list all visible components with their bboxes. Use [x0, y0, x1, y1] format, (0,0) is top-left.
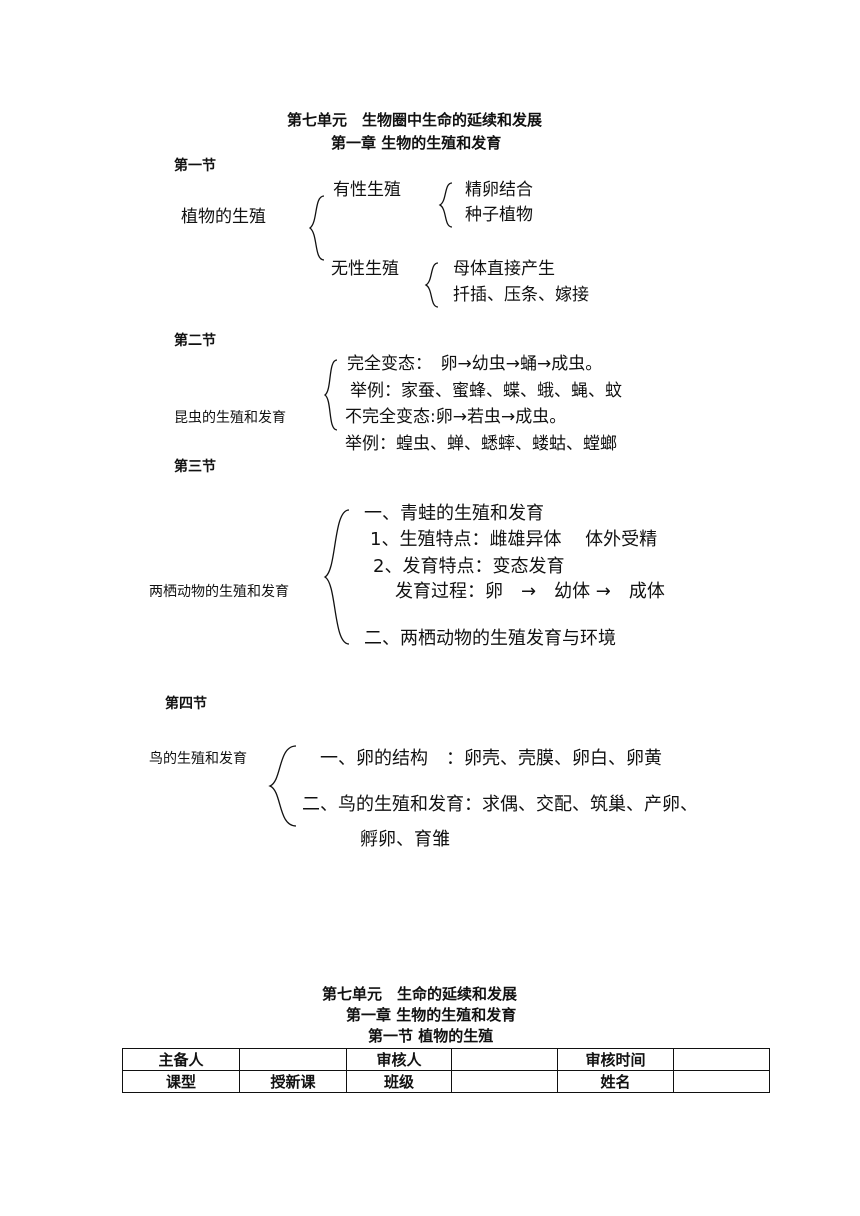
- insect-line: 举例：蝗虫、蝉、蟋蟀、蝼蛄、螳螂: [345, 434, 617, 454]
- section1-heading: 第一节: [174, 158, 216, 174]
- section3-heading: 第三节: [174, 459, 216, 475]
- section2-topic: 昆虫的生殖和发育: [174, 410, 286, 426]
- amphibian-line: 二、两栖动物的生殖发育与环境: [364, 628, 616, 649]
- table-cell: 姓名: [557, 1070, 674, 1093]
- table-cell: 主备人: [122, 1048, 240, 1071]
- asexual-reproduction-label: 无性生殖: [331, 259, 399, 279]
- section4-brace: [268, 745, 297, 827]
- amphibian-line: 一、青蛙的生殖和发育: [364, 503, 544, 524]
- section1-topic: 植物的生殖: [181, 207, 266, 227]
- table-cell: [673, 1070, 770, 1093]
- amphibian-line: 1、生殖特点：雌雄异体 体外受精: [370, 529, 658, 550]
- sexual-reproduction-label: 有性生殖: [333, 180, 401, 200]
- lesson-info-table: 主备人 审核人 审核时间 课型 授新课 班级 姓名: [122, 1048, 770, 1093]
- section1-main-brace: [308, 195, 325, 261]
- insect-line: 完全变态： 卵→幼虫→蛹→成虫。: [347, 354, 603, 374]
- table-cell: 审核时间: [557, 1048, 674, 1071]
- table-cell: 授新课: [239, 1070, 347, 1093]
- table-cell: 审核人: [346, 1048, 452, 1071]
- sexual-item: 精卵结合: [465, 180, 533, 200]
- section2-heading: 第二节: [174, 333, 216, 349]
- table-cell: 课型: [122, 1070, 240, 1093]
- bird-line: 二、鸟的生殖和发育：求偶、交配、筑巢、产卵、: [302, 794, 698, 815]
- section4-topic: 鸟的生殖和发育: [149, 751, 247, 767]
- section3-topic: 两栖动物的生殖和发育: [149, 584, 289, 600]
- section4-heading: 第四节: [165, 696, 207, 712]
- part2-unit-title: 第七单元 生命的延续和发展: [322, 985, 518, 1003]
- table-row: 主备人 审核人 审核时间: [122, 1048, 770, 1071]
- amphibian-line: 发育过程：卵 → 幼体 → 成体: [395, 581, 665, 602]
- asexual-item: 母体直接产生: [453, 259, 555, 279]
- sexual-item: 种子植物: [465, 205, 533, 225]
- table-cell: [451, 1048, 558, 1071]
- chapter-title: 第一章 生物的生殖和发育: [331, 134, 502, 152]
- table-cell: [451, 1070, 558, 1093]
- table-cell: [673, 1048, 770, 1071]
- asexual-item: 扦插、压条、嫁接: [453, 285, 589, 305]
- asexual-brace: [424, 262, 439, 308]
- table-cell: [239, 1048, 347, 1071]
- table-row: 课型 授新课 班级 姓名: [122, 1070, 770, 1093]
- insect-line: 举例：家蚕、蜜蜂、蝶、蛾、蝇、蚊: [350, 381, 622, 401]
- table-cell: 班级: [346, 1070, 452, 1093]
- insect-line: 不完全变态:卵→若虫→成虫。: [345, 407, 567, 427]
- section3-brace: [323, 509, 350, 645]
- part2-chapter-title: 第一章 生物的生殖和发育: [346, 1006, 517, 1024]
- amphibian-line: 2、发育特点：变态发育: [373, 556, 565, 577]
- unit-title: 第七单元 生物圈中生命的延续和发展: [287, 111, 543, 129]
- part2-section-title: 第一节 植物的生殖: [368, 1027, 494, 1045]
- section2-brace: [323, 359, 338, 431]
- bird-line: 一、卵的结构 ：卵壳、壳膜、卵白、卵黄: [320, 748, 662, 769]
- sexual-brace: [438, 182, 453, 228]
- bird-line: 孵卵、育雏: [360, 829, 450, 850]
